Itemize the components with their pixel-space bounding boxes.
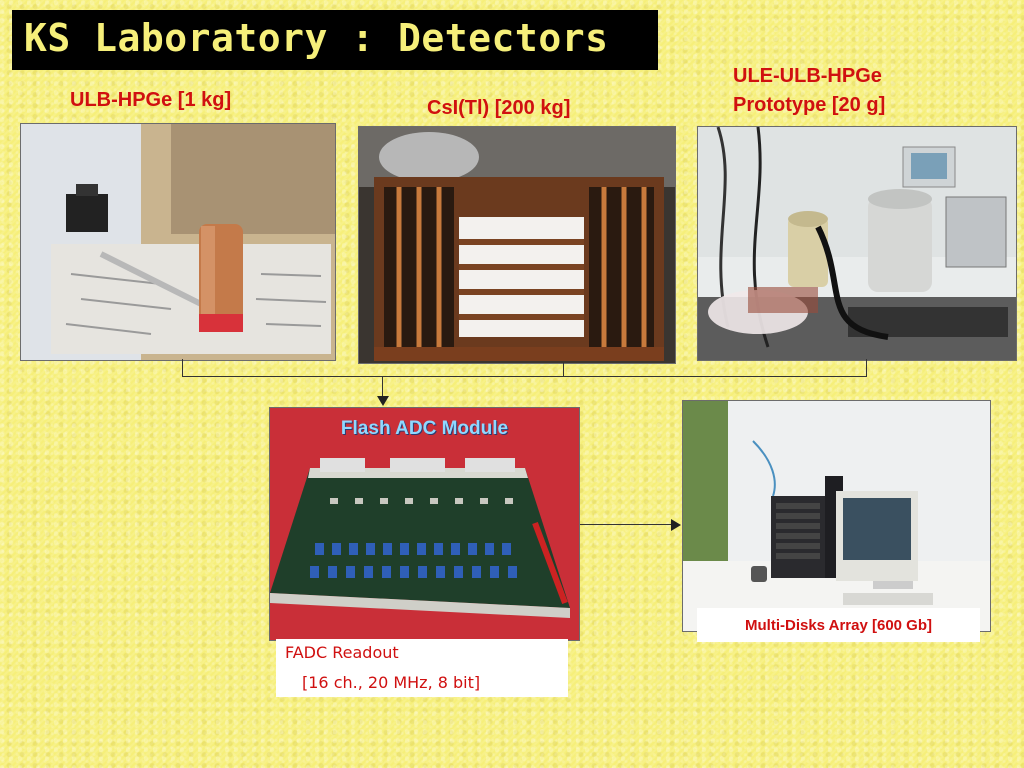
photo-csi (358, 126, 676, 364)
label-csi: CsI(Tl) [200 kg] (427, 97, 571, 119)
label-ule-line2: Prototype [20 g] (733, 94, 886, 116)
storage-caption: Multi-Disks Array [600 Gb] (745, 617, 932, 634)
connector-line (382, 376, 383, 398)
connector-line (563, 362, 564, 377)
arrow-down-icon (377, 396, 389, 406)
page-title: KS Laboratory : Detectors (24, 16, 609, 60)
fadc-caption-box: FADC Readout [16 ch., 20 MHz, 8 bit] (276, 639, 568, 697)
arrow-right-icon (671, 519, 681, 531)
photo-disk-array (682, 400, 991, 632)
fadc-caption-line1: FADC Readout (285, 643, 399, 662)
fadc-caption-line2: [16 ch., 20 MHz, 8 bit] (302, 673, 481, 692)
storage-caption-box: Multi-Disks Array [600 Gb] (697, 608, 980, 642)
connector-line (866, 359, 867, 377)
photo-fadc-module: Flash ADC Module (269, 407, 580, 641)
label-ule-line1: ULE-ULB-HPGe (733, 65, 882, 87)
connector-line (182, 376, 867, 377)
connector-line (580, 524, 672, 525)
photo-ulb-hpge (20, 123, 336, 361)
connector-line (182, 359, 183, 377)
photo-ule-prototype (697, 126, 1017, 361)
label-ulb-hpge: ULB-HPGe [1 kg] (70, 89, 232, 111)
fadc-photo-title: Flash ADC Module (340, 418, 509, 439)
title-banner: KS Laboratory : Detectors (12, 10, 658, 70)
